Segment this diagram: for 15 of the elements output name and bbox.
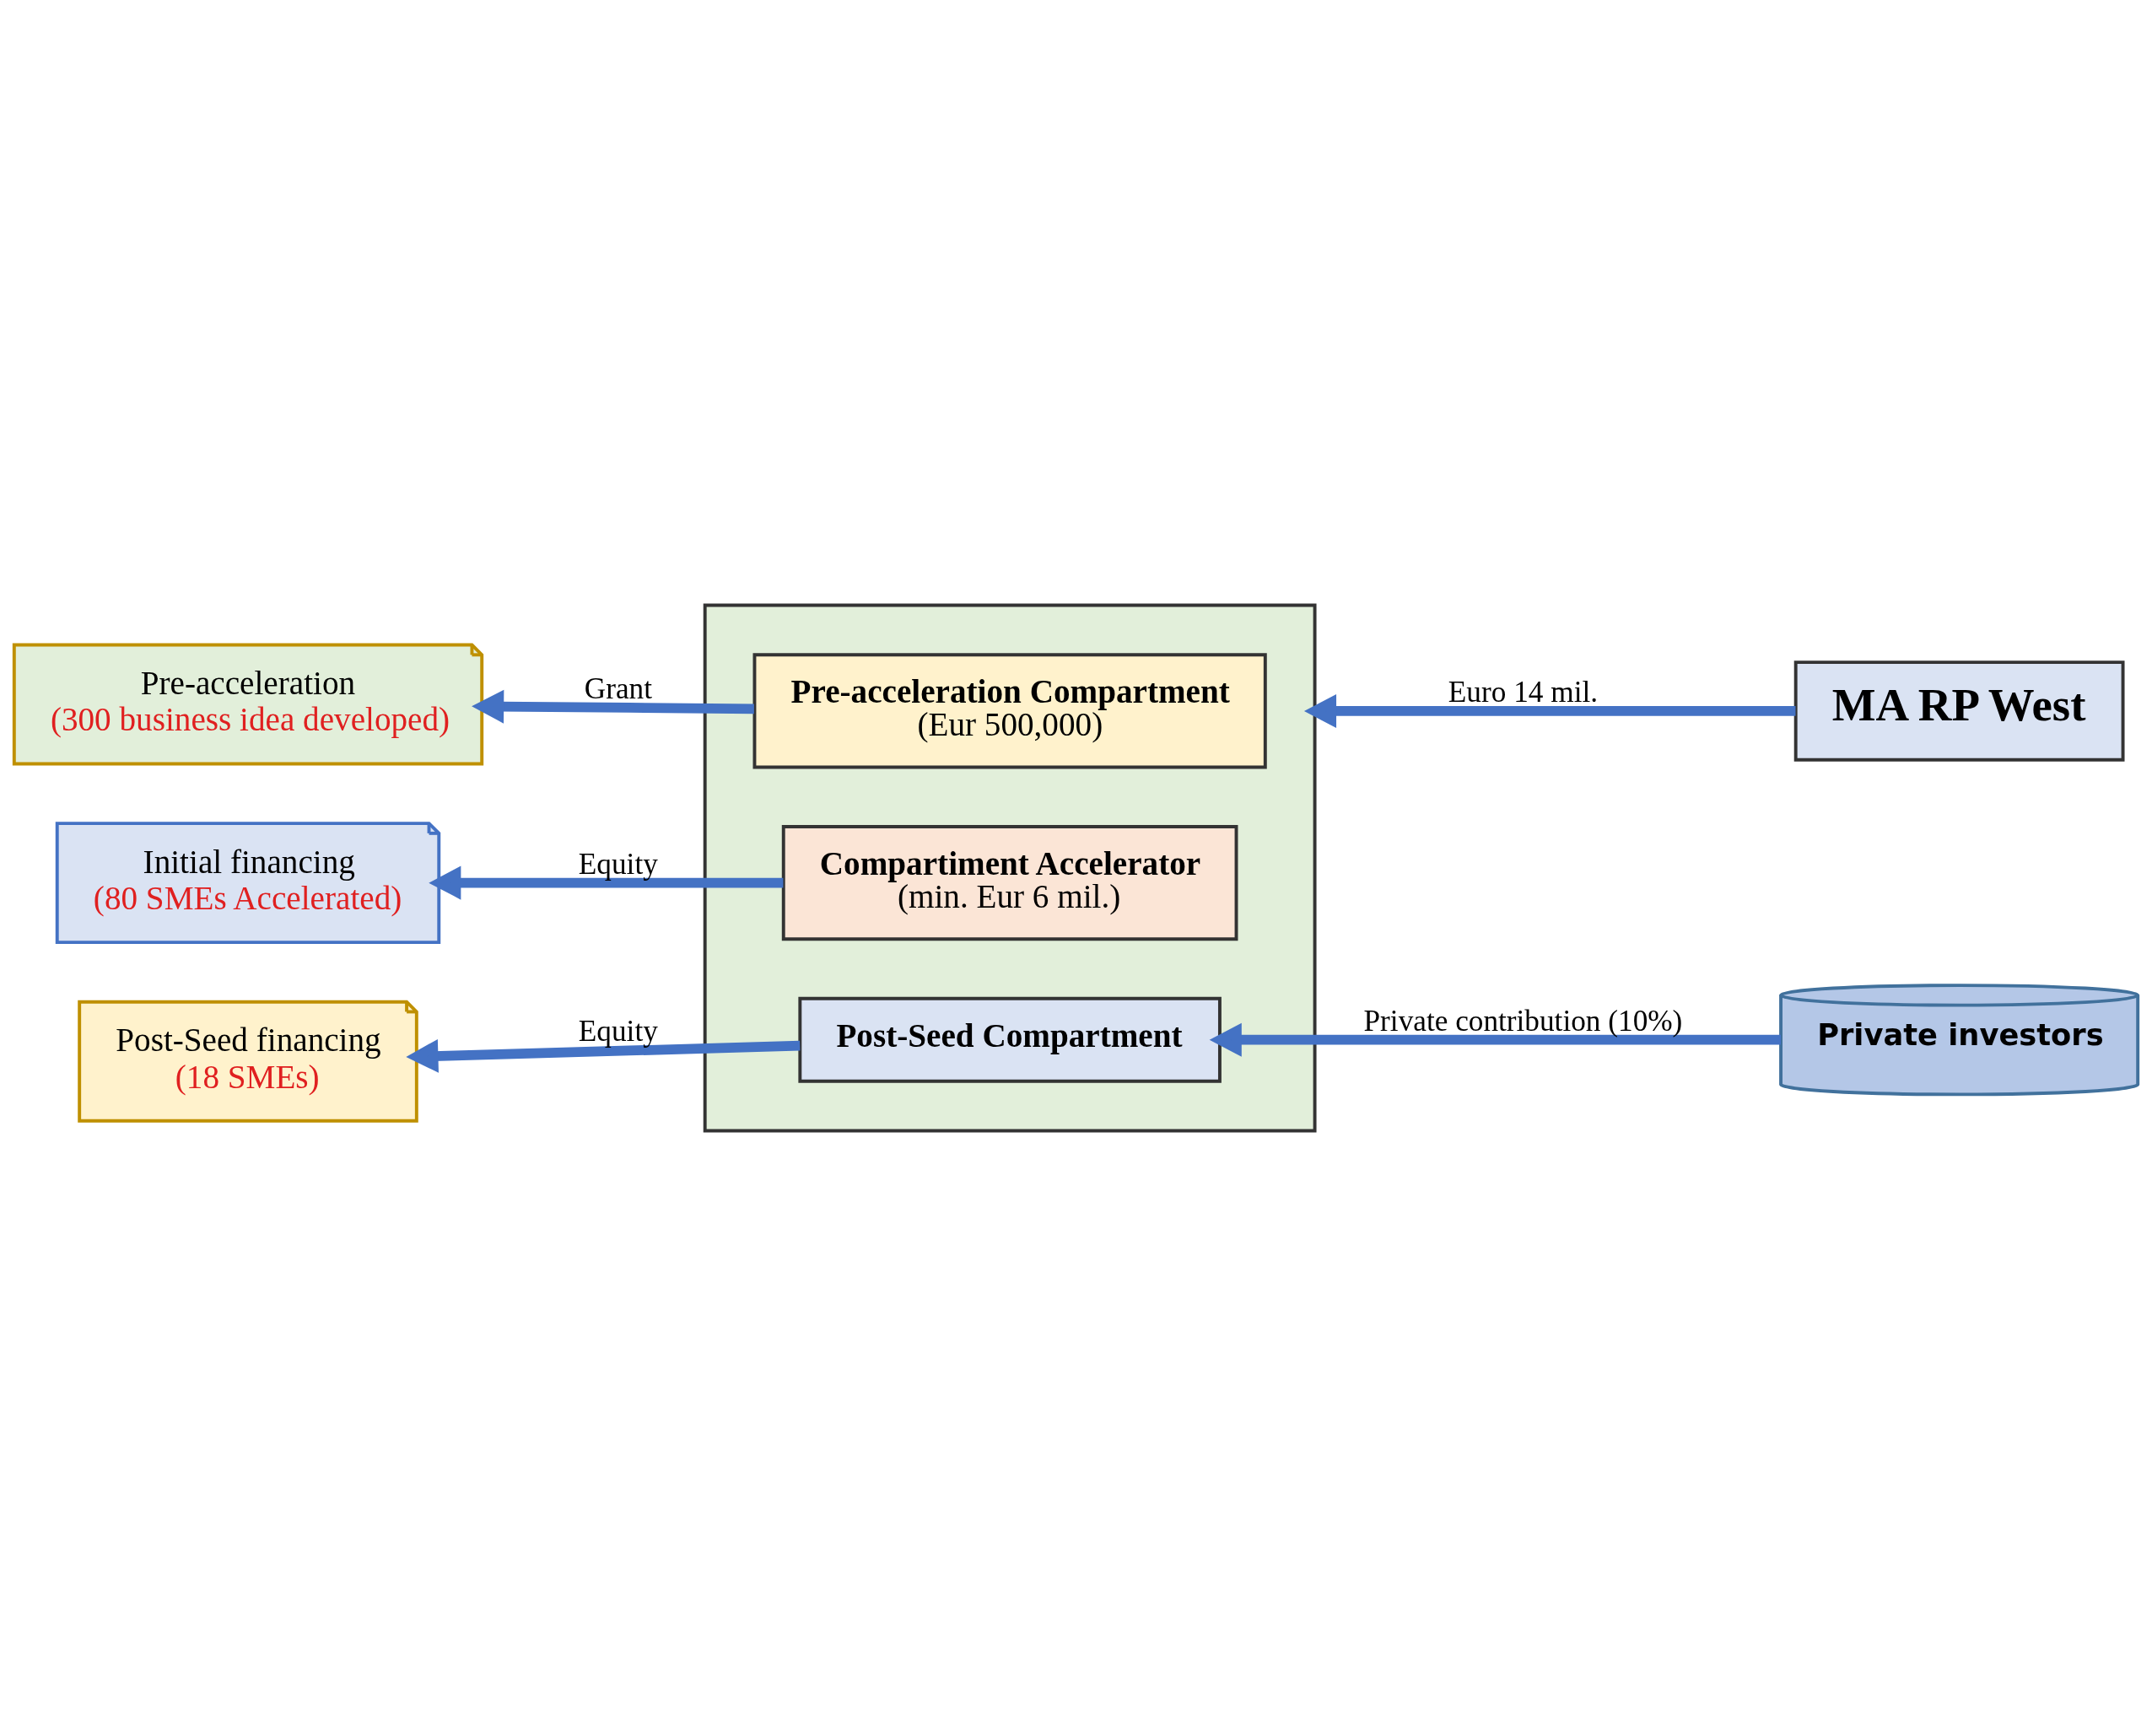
node-box: Pre-acceleration Compartment (Eur 500,000): [752, 653, 1267, 769]
edge-label: Equity: [578, 847, 658, 881]
arrow: [429, 865, 784, 900]
node-box: Post-Seed Compartment: [798, 996, 1222, 1083]
edge-label: Euro 14 mil.: [1448, 675, 1599, 709]
arrow: [406, 1038, 801, 1073]
edge-label: Private contribution (10%): [1363, 1004, 1683, 1038]
node-box: Compartiment Accelerator (min. Eur 6 mil.): [781, 825, 1238, 941]
arrow: [1209, 1022, 1781, 1057]
edge-label: Grant: [584, 672, 652, 705]
cluster: [703, 603, 1317, 1133]
arrow: [472, 689, 754, 724]
arrow: [1303, 693, 1796, 728]
edge-label: Equity: [578, 1014, 658, 1048]
node-box: MA RP West: [1793, 660, 2125, 762]
